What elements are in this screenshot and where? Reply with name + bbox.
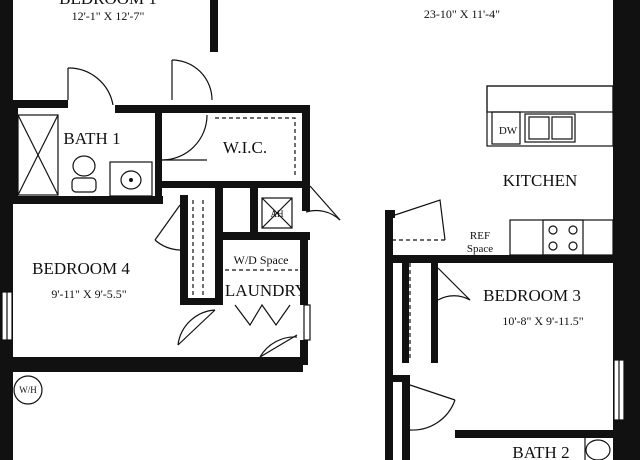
closet-shelving — [192, 117, 448, 360]
fixtures — [13, 85, 614, 460]
wic-name: W.I.C. — [223, 138, 267, 157]
ref-space-label-2: Space — [467, 243, 493, 255]
doors — [67, 59, 471, 431]
bath2-name: BATH 2 — [512, 443, 569, 460]
wh-label: W/H — [19, 385, 37, 395]
living-size: 23-10" X 11'-4" — [424, 7, 500, 21]
bedroom1-name: BEDROOM 1 — [59, 0, 157, 8]
labels: BEDROOM 1 12'-1" X 12'-7" 23-10" X 11'-4… — [19, 0, 584, 460]
kitchen-name: KITCHEN — [503, 171, 578, 190]
bedroom4-name: BEDROOM 4 — [32, 259, 130, 278]
laundry-name: LAUNDRY — [225, 281, 307, 300]
ah-label: AH — [271, 209, 284, 219]
wd-space-label: W/D Space — [234, 253, 289, 267]
dw-label: DW — [499, 125, 518, 137]
bedroom3-name: BEDROOM 3 — [483, 286, 581, 305]
bath1-name: BATH 1 — [63, 129, 120, 148]
ref-space-label-1: REF — [470, 230, 490, 242]
windows — [1, 291, 625, 421]
bedroom1-size: 12'-1" X 12'-7" — [72, 9, 145, 23]
bedroom3-size: 10'-8" X 9'-11.5" — [502, 314, 583, 328]
bedroom4-size: 9'-11" X 9'-5.5" — [51, 287, 126, 301]
